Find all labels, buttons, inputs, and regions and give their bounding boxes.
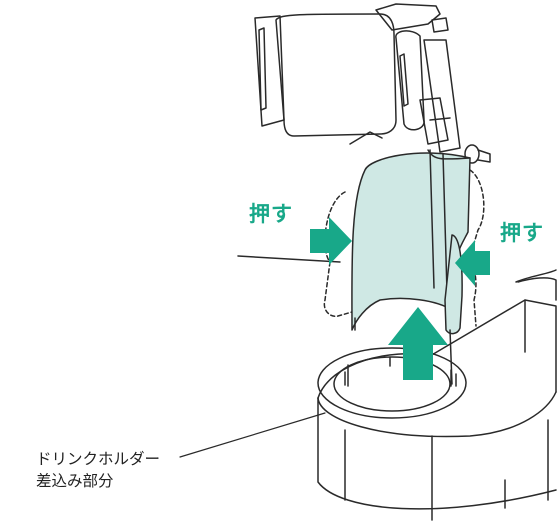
push-label-right: 押す — [500, 221, 544, 245]
arrow-right-icon — [310, 217, 352, 265]
drink-holder-base — [317, 277, 557, 521]
guide-line-left — [237, 255, 341, 263]
callout-label-insert-part: 差込み部分 — [36, 472, 114, 490]
mount-arm — [349, 39, 491, 164]
arrow-up-icon — [388, 307, 448, 380]
phone-clamp — [254, 3, 449, 137]
guide-line-right — [515, 269, 557, 283]
callout-label-drink-holder: ドリンクホルダー — [36, 450, 161, 468]
push-label-left: 押す — [249, 202, 293, 226]
callout-leader-line — [179, 412, 326, 458]
arrow-left-icon — [455, 240, 490, 286]
adapter-insert — [351, 149, 471, 385]
